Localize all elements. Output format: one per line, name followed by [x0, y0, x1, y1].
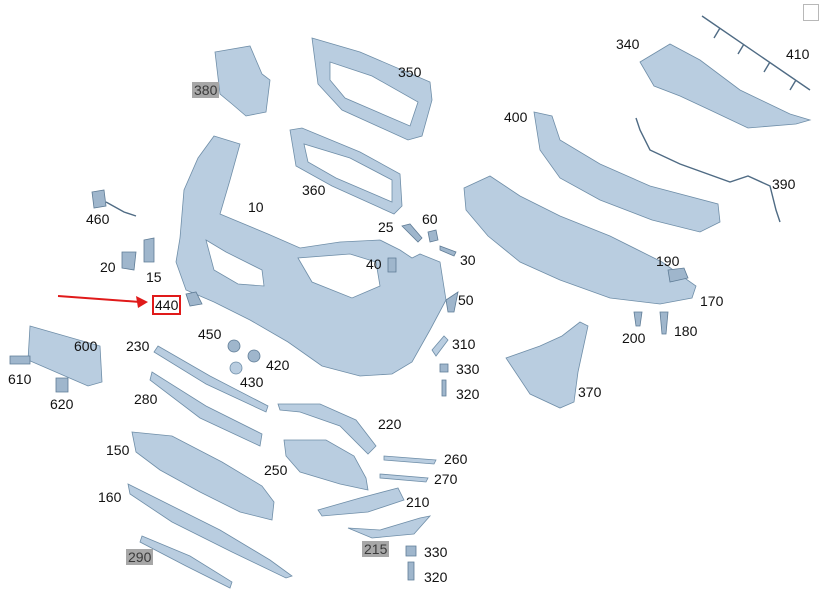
part-280-strip[interactable] [149, 371, 263, 447]
label-440-highlighted[interactable]: 440 [151, 295, 182, 315]
label-290[interactable]: 290 [126, 549, 154, 565]
part-50-bracket[interactable] [445, 291, 459, 313]
part-180-clip[interactable] [659, 311, 669, 335]
label-25[interactable]: 25 [378, 219, 394, 235]
part-40-clip[interactable] [387, 257, 397, 273]
part-20-bracket[interactable] [121, 251, 137, 271]
part-290-strip[interactable] [139, 535, 233, 589]
part-15-bracket[interactable] [143, 237, 155, 263]
label-280[interactable]: 280 [134, 391, 158, 407]
part-400-beam[interactable] [533, 111, 721, 233]
label-410[interactable]: 410 [786, 46, 810, 62]
highlight-arrow-head [136, 296, 148, 308]
label-10[interactable]: 10 [248, 199, 264, 215]
part-200-screw[interactable] [633, 311, 643, 327]
part-270-strip[interactable] [379, 473, 429, 483]
part-210-trim[interactable] [317, 487, 405, 517]
label-50[interactable]: 50 [458, 292, 474, 308]
label-150[interactable]: 150 [106, 442, 130, 458]
label-330a[interactable]: 330 [456, 361, 480, 377]
part-30-clip[interactable] [439, 245, 457, 257]
label-420[interactable]: 420 [266, 357, 290, 373]
part-350-frame[interactable] [311, 37, 433, 141]
part-320b-screw[interactable] [407, 561, 415, 581]
pointer-line-410 [701, 15, 811, 91]
label-350[interactable]: 350 [398, 64, 422, 80]
part-25-bracket[interactable] [401, 223, 423, 243]
label-600[interactable]: 600 [74, 338, 98, 354]
part-150-grille[interactable] [131, 431, 275, 521]
part-190-clip[interactable] [667, 267, 689, 283]
part-380-air-duct[interactable] [214, 45, 271, 117]
label-210[interactable]: 210 [406, 494, 430, 510]
part-330b-clip[interactable] [405, 545, 417, 557]
label-380[interactable]: 380 [192, 82, 220, 98]
part-250-grille[interactable] [283, 439, 369, 491]
label-610[interactable]: 610 [8, 371, 32, 387]
part-390-wiring[interactable] [635, 117, 781, 223]
part-620-clip[interactable] [55, 377, 69, 393]
label-40[interactable]: 40 [366, 256, 382, 272]
part-370-bracket[interactable] [505, 321, 589, 409]
label-15[interactable]: 15 [146, 269, 162, 285]
part-420-sensor[interactable] [247, 349, 261, 363]
label-460[interactable]: 460 [86, 211, 110, 227]
label-390[interactable]: 390 [772, 176, 796, 192]
part-430-ring[interactable] [229, 361, 243, 375]
part-230-strip[interactable] [153, 345, 269, 413]
part-320a-screw[interactable] [441, 379, 447, 397]
label-230[interactable]: 230 [126, 338, 150, 354]
label-340[interactable]: 340 [616, 36, 640, 52]
label-260[interactable]: 260 [444, 451, 468, 467]
label-320a[interactable]: 320 [456, 386, 480, 402]
label-430[interactable]: 430 [240, 374, 264, 390]
part-460-cable [105, 201, 137, 217]
label-170[interactable]: 170 [700, 293, 724, 309]
label-160[interactable]: 160 [98, 489, 122, 505]
part-220-trim[interactable] [277, 403, 377, 455]
label-30[interactable]: 30 [460, 252, 476, 268]
label-360[interactable]: 360 [302, 182, 326, 198]
part-440-clip[interactable] [185, 291, 203, 307]
label-320b[interactable]: 320 [424, 569, 448, 585]
label-190[interactable]: 190 [656, 253, 680, 269]
part-170-underbody-panel[interactable] [463, 175, 697, 305]
label-250[interactable]: 250 [264, 462, 288, 478]
label-20[interactable]: 20 [100, 259, 116, 275]
part-10-bumper-cover[interactable] [175, 135, 447, 377]
part-60-clip[interactable] [427, 229, 439, 243]
part-340-rail[interactable] [639, 43, 812, 129]
label-200[interactable]: 200 [622, 330, 646, 346]
part-330a-clip[interactable] [439, 363, 449, 373]
part-450-sensor[interactable] [227, 339, 241, 353]
part-360-frame[interactable] [289, 127, 403, 215]
label-400[interactable]: 400 [504, 109, 528, 125]
corner-toggle-box[interactable] [803, 4, 819, 21]
part-260-strip[interactable] [383, 455, 437, 465]
label-215[interactable]: 215 [362, 541, 390, 557]
label-180[interactable]: 180 [674, 323, 698, 339]
label-220[interactable]: 220 [378, 416, 402, 432]
label-450[interactable]: 450 [198, 326, 222, 342]
label-270[interactable]: 270 [434, 471, 458, 487]
highlight-arrow [57, 295, 141, 303]
part-600-plate[interactable] [27, 325, 103, 387]
label-330b[interactable]: 330 [424, 544, 448, 560]
part-460-sensor[interactable] [91, 189, 107, 209]
part-310-bracket[interactable] [431, 335, 449, 357]
label-620[interactable]: 620 [50, 396, 74, 412]
label-310[interactable]: 310 [452, 336, 476, 352]
part-215-strip[interactable] [347, 515, 432, 539]
label-60[interactable]: 60 [422, 211, 438, 227]
part-610-screw[interactable] [9, 355, 31, 365]
label-370[interactable]: 370 [578, 384, 602, 400]
part-160-lip[interactable] [127, 483, 293, 579]
